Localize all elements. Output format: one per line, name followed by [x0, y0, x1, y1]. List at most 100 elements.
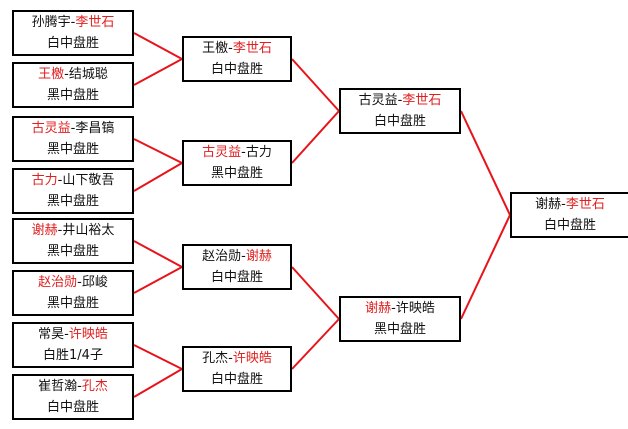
match-result: 白中盘胜 [373, 114, 426, 129]
match-result: 黑中盘胜 [373, 322, 426, 337]
round1-match-5: 谢赫-井山裕太黑中盘胜 [12, 218, 134, 264]
connector-line [291, 58, 340, 112]
name-separator: - [57, 173, 63, 188]
match-result: 白胜1/4子 [43, 348, 103, 363]
winner-name: 古力 [31, 173, 58, 188]
match-result: 黑中盘胜 [46, 296, 99, 311]
player-name: 谢赫 [535, 197, 562, 212]
player-name: 赵治勋 [202, 249, 242, 264]
name-separator: - [64, 67, 69, 82]
connector-line [133, 368, 183, 398]
name-separator: - [70, 15, 76, 30]
name-separator: - [241, 249, 246, 264]
player-name: 李昌镐 [75, 121, 115, 136]
player-name: 孙腾宇 [31, 15, 71, 30]
winner-name: 许映皓 [232, 351, 272, 366]
connector-line [460, 214, 511, 320]
name-separator: - [57, 223, 63, 238]
name-separator: - [77, 275, 82, 290]
round1-match-2: 王檄-结城聪黑中盘胜 [12, 62, 134, 108]
connector-line [133, 240, 183, 268]
player-name: 古灵益 [358, 93, 398, 108]
player-name: 许映皓 [395, 301, 435, 316]
name-separator: - [70, 121, 76, 136]
match-result: 黑中盘胜 [210, 166, 263, 181]
round1-match-1: 孙腾宇-李世石白中盘胜 [12, 10, 134, 56]
name-separator: - [228, 351, 233, 366]
connector-line [133, 58, 183, 86]
match-players: 赵治勋-邱峻 [14, 272, 132, 293]
winner-name: 李世石 [565, 197, 605, 212]
winner-name: 古灵益 [31, 121, 71, 136]
match-players: 谢赫-许映皓 [341, 298, 459, 319]
match-result: 黑中盘胜 [46, 194, 99, 209]
winner-name: 谢赫 [365, 301, 392, 316]
player-name: 邱峻 [81, 275, 108, 290]
match-players: 古灵益-李世石 [341, 90, 459, 111]
match-result: 黑中盘胜 [46, 88, 99, 103]
match-players: 孙腾宇-李世石 [14, 12, 132, 33]
player-name: 井山裕太 [62, 223, 115, 238]
connector-line [291, 318, 340, 370]
match-players: 谢赫-李世石 [512, 194, 628, 215]
round3-match-1: 古灵益-李世石白中盘胜 [339, 88, 461, 134]
connector-line [460, 110, 511, 216]
match-result: 白中盘胜 [46, 400, 99, 415]
match-result: 白中盘胜 [210, 372, 263, 387]
player-name: 结城聪 [68, 67, 108, 82]
match-players: 赵治勋-谢赫 [184, 246, 290, 267]
winner-name: 李世石 [232, 41, 272, 56]
connector-line [133, 162, 183, 192]
name-separator: - [561, 197, 566, 212]
winner-name: 许映皓 [68, 327, 108, 342]
winner-name: 赵治勋 [38, 275, 78, 290]
round2-match-4: 孔杰-许映皓白中盘胜 [182, 346, 292, 392]
match-result: 白中盘胜 [210, 62, 263, 77]
match-players: 孔杰-许映皓 [184, 348, 290, 369]
name-separator: - [228, 41, 233, 56]
match-result: 白中盘胜 [46, 36, 99, 51]
player-name: 古力 [245, 145, 272, 160]
match-players: 古力-山下敬吾 [14, 170, 132, 191]
round3-match-2: 谢赫-许映皓黑中盘胜 [339, 296, 461, 342]
round1-match-3: 古灵益-李昌镐黑中盘胜 [12, 116, 134, 162]
round1-match-6: 赵治勋-邱峻黑中盘胜 [12, 270, 134, 316]
name-separator: - [64, 327, 69, 342]
winner-name: 谢赫 [245, 249, 272, 264]
winner-name: 李世石 [402, 93, 442, 108]
match-result: 白中盘胜 [543, 218, 596, 233]
round1-match-4: 古力-山下敬吾黑中盘胜 [12, 168, 134, 214]
connector-line [133, 344, 183, 370]
player-name: 常昊 [38, 327, 65, 342]
match-result: 白中盘胜 [210, 270, 263, 285]
winner-name: 谢赫 [31, 223, 58, 238]
player-name: 孔杰 [202, 351, 229, 366]
connector-line [291, 110, 340, 164]
player-name: 山下敬吾 [62, 173, 115, 188]
match-result: 黑中盘胜 [46, 142, 99, 157]
match-players: 崔哲瀚-孔杰 [14, 376, 132, 397]
connector-line [133, 138, 183, 164]
connector-line [133, 32, 183, 60]
match-players: 谢赫-井山裕太 [14, 220, 132, 241]
match-result: 黑中盘胜 [46, 244, 99, 259]
match-players: 古灵益-李昌镐 [14, 118, 132, 139]
final-match-1: 谢赫-李世石白中盘胜 [510, 192, 628, 238]
round2-match-1: 王檄-李世石白中盘胜 [182, 36, 292, 82]
round2-match-2: 古灵益-古力黑中盘胜 [182, 140, 292, 186]
name-separator: - [77, 379, 82, 394]
connector-line [133, 266, 183, 294]
winner-name: 古灵益 [202, 145, 242, 160]
round2-match-3: 赵治勋-谢赫白中盘胜 [182, 244, 292, 290]
player-name: 王檄 [202, 41, 229, 56]
match-players: 王檄-结城聪 [14, 64, 132, 85]
winner-name: 王檄 [38, 67, 65, 82]
match-players: 王檄-李世石 [184, 38, 290, 59]
match-players: 古灵益-古力 [184, 142, 290, 163]
player-name: 崔哲瀚 [38, 379, 78, 394]
round1-match-7: 常昊-许映皓白胜1/4子 [12, 322, 134, 368]
round1-match-8: 崔哲瀚-孔杰白中盘胜 [12, 374, 134, 420]
winner-name: 李世石 [75, 15, 115, 30]
winner-name: 孔杰 [81, 379, 108, 394]
